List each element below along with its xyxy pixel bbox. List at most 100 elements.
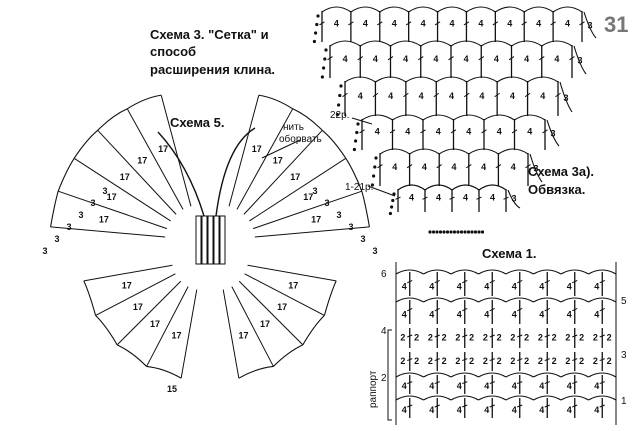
edge-chain-dot: [370, 183, 374, 187]
wing-edge-count-label: 3: [336, 210, 341, 220]
net-chain-arc: [420, 40, 452, 47]
stitch-crossbar: [450, 129, 457, 134]
stitch-count-label: 4: [421, 19, 426, 29]
fan-arc: [588, 372, 617, 378]
stitch-crossbar: [599, 358, 605, 362]
chain-count-label: 4: [567, 310, 572, 320]
fan-arc: [588, 395, 617, 401]
chain-count-label: 2: [593, 356, 598, 366]
stitch-count-label: 4: [479, 91, 484, 101]
chain-count-label: 4: [402, 381, 407, 391]
net-chain-arc: [527, 76, 559, 83]
upper-right-wing-count-label: 17: [303, 192, 313, 202]
net-chain-arc: [523, 6, 554, 13]
stitch-crossbar: [555, 92, 561, 98]
edge-picot-arc: [583, 11, 597, 39]
stitch-count-label: 4: [540, 91, 545, 101]
foundation-chain-dot: [477, 230, 481, 234]
chain-count-label: 2: [497, 356, 502, 366]
stitch-count-label: 4: [554, 54, 559, 64]
stitch-crossbar: [550, 21, 556, 26]
chain-count-label: 4: [512, 310, 517, 320]
scheme3a-title-line2: Обвязка.: [528, 182, 586, 197]
foundation-chain-dot: [428, 230, 432, 234]
stitch-crossbar: [489, 307, 495, 312]
edge-chain-dot: [356, 122, 360, 126]
upper-right-wing-count-label: 17: [290, 172, 300, 182]
stitch-count-label: 4: [451, 162, 456, 172]
antenna-right: [215, 127, 256, 217]
stitch-crossbar: [407, 307, 413, 312]
stitch-crossbar: [517, 279, 523, 284]
net-chain-arc: [329, 40, 361, 47]
stitch-crossbar: [403, 92, 409, 98]
net-chain-arc: [468, 148, 499, 155]
wing-edge-count-label: 3: [324, 198, 329, 208]
stitch-count-label: 4: [494, 54, 499, 64]
stitch-crossbar: [422, 196, 428, 200]
chain-count-label: 2: [428, 356, 433, 366]
fan-arc: [395, 372, 424, 378]
fan-arc: [505, 269, 534, 275]
edge-count-label: 3: [587, 20, 592, 30]
edge-chain-dot: [320, 75, 324, 79]
scheme3a-title-line1: Схема 3а).: [528, 164, 595, 179]
upper-right-wing-edge-arc: [292, 108, 323, 131]
scheme1-row-number: 6: [381, 269, 387, 280]
chain-count-label: 2: [579, 356, 584, 366]
stitch-crossbar: [572, 404, 578, 408]
chain-count-label: 2: [552, 332, 557, 342]
stitch-crossbar: [492, 21, 499, 26]
foundation-chain-dot: [470, 230, 474, 234]
lower-wing-count-label: 15: [167, 384, 177, 394]
chain-count-label: 4: [484, 310, 489, 320]
stitch-crossbar: [463, 92, 470, 98]
chain-count-label: 4: [567, 381, 572, 391]
stitch-crossbar: [406, 164, 413, 169]
stitch-count-label: 4: [536, 19, 541, 29]
chain-count-label: 4: [457, 405, 462, 415]
edge-chain-dot: [390, 205, 394, 209]
scheme1-row-number: 3: [621, 350, 627, 361]
net-chain-arc: [498, 148, 529, 155]
net-chain-arc: [392, 114, 424, 121]
foundation-chain-dot: [480, 230, 485, 234]
stitch-count-label: 4: [527, 127, 532, 137]
chain-count-label: 2: [510, 356, 515, 366]
lower-right-wing-edge-arc: [323, 280, 337, 316]
chain-count-label: 2: [483, 332, 488, 342]
net-chain-arc: [541, 40, 573, 47]
fan-arc: [423, 372, 452, 378]
upper-right-wing-edge-arc: [345, 158, 363, 192]
net-chain-arc: [397, 184, 426, 191]
net-chain-arc: [514, 114, 546, 121]
upper-right-wing-count-label: 17: [273, 156, 283, 166]
foundation-chain-dot: [449, 230, 453, 234]
edge-chain-dot: [314, 31, 318, 35]
edge-chain-dot: [338, 93, 342, 98]
chain-count-label: 2: [497, 332, 502, 342]
chain-count-label: 4: [512, 405, 517, 415]
net-chain-arc: [453, 114, 485, 121]
edge-chain-dot: [355, 130, 359, 135]
stitch-crossbar: [395, 196, 401, 200]
wing-edge-count-label: 3: [42, 246, 47, 256]
upper-left-wing-edge-arc: [73, 129, 99, 159]
edge-picot-arc: [507, 189, 521, 209]
stitch-count-label: 4: [466, 127, 471, 137]
lower-left-wing-count-label: 17: [122, 281, 132, 291]
lower-right-wing-rib: [244, 273, 325, 316]
stitch-crossbar: [478, 56, 485, 61]
lower-right-wing-rib: [231, 286, 274, 367]
stitch-count-label: 4: [419, 91, 424, 101]
stitch-crossbar: [544, 307, 550, 312]
chain-count-label: 4: [594, 282, 599, 292]
chain-count-label: 4: [484, 282, 489, 292]
wing-edge-count-label: 3: [348, 222, 353, 232]
chain-count-label: 2: [593, 332, 598, 342]
stitch-crossbar: [405, 21, 412, 26]
upper-left-wing-edge-arc: [126, 94, 162, 110]
stitch-crossbar: [433, 92, 440, 98]
net-chain-arc: [409, 148, 440, 155]
stitch-crossbar: [327, 56, 333, 61]
